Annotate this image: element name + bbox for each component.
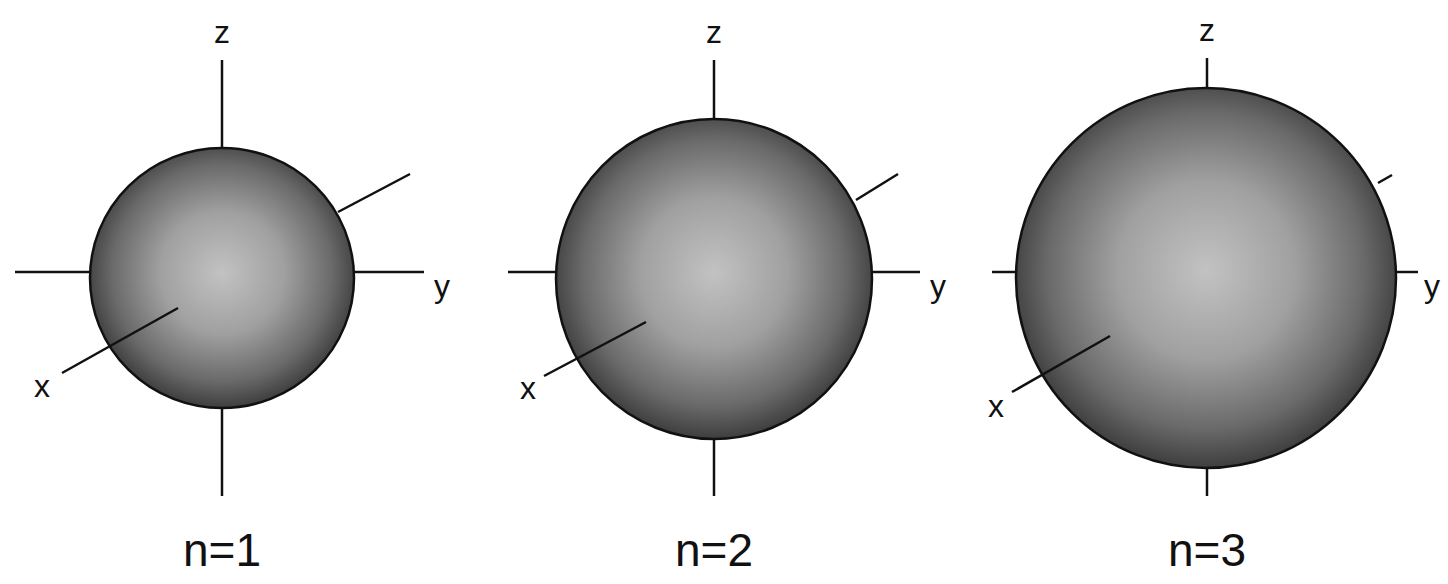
- axis-label: x: [34, 370, 50, 402]
- axis-label: z: [1199, 14, 1215, 46]
- x-axis-front: [62, 308, 1110, 392]
- caption-label: n=2: [675, 527, 753, 573]
- axis-label: y: [930, 270, 946, 302]
- axis-lines: [15, 58, 1418, 496]
- axis-label: y: [434, 270, 450, 302]
- axis-label: x: [988, 390, 1004, 422]
- axis-label: z: [214, 16, 230, 48]
- sphere-n3: [1016, 88, 1396, 468]
- caption-label: n=1: [183, 527, 261, 573]
- sphere-n1: [90, 148, 354, 408]
- axis-label: y: [1424, 270, 1440, 302]
- sphere-n2: [556, 119, 872, 439]
- caption-label: n=3: [1168, 527, 1246, 573]
- axis-label: z: [706, 16, 722, 48]
- s-orbital-spheres: [90, 88, 1396, 468]
- axis-label: x: [520, 372, 536, 404]
